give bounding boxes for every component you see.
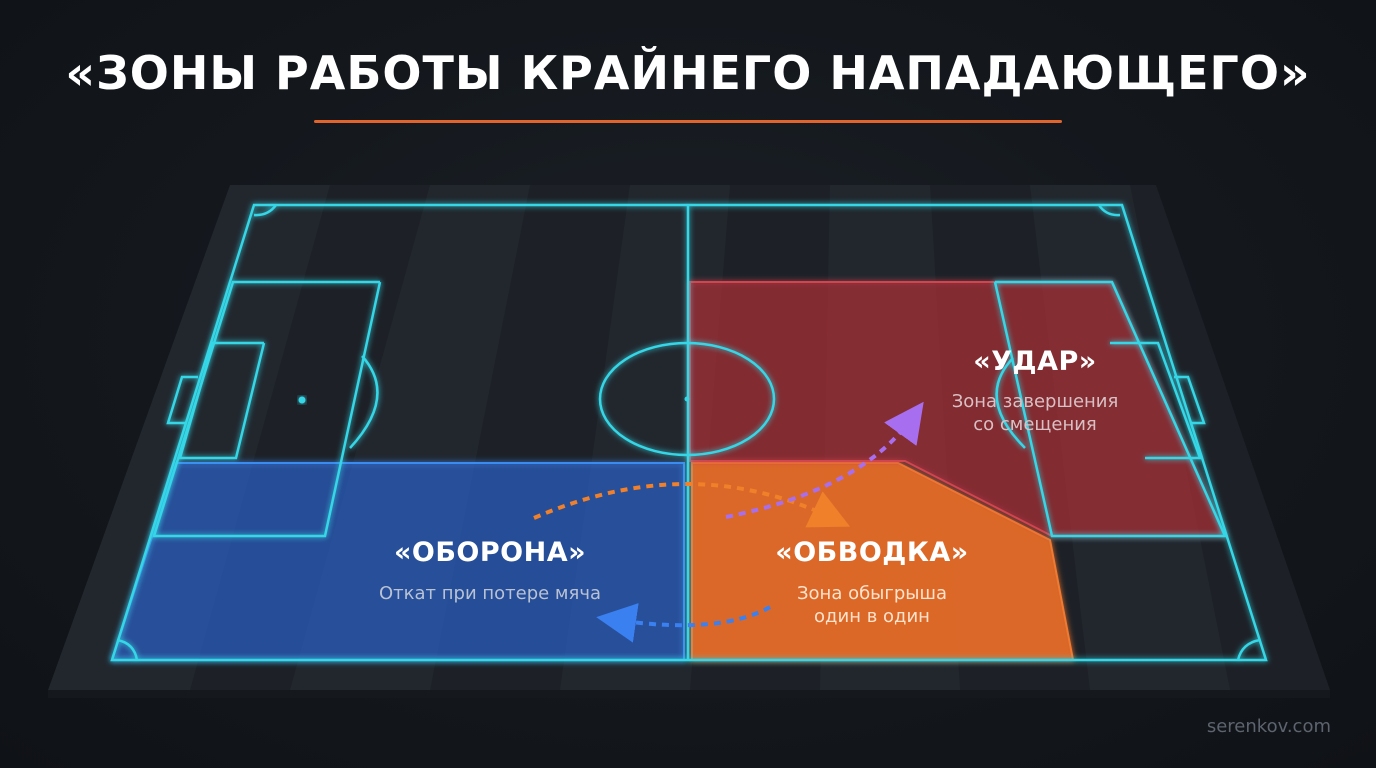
- dribble-zone-label: «ОБВОДКА»: [775, 537, 969, 568]
- title-underline: [314, 120, 1062, 123]
- shot-zone-label: «УДАР»: [973, 346, 1097, 377]
- dribble-zone-description-line1: Зона обыгрыша: [797, 583, 947, 604]
- shot-zone-description-line1: Зона завершения: [951, 391, 1119, 412]
- arrow-to-shot: [725, 401, 924, 519]
- shot-zone-description-line2: со смещения: [973, 414, 1097, 435]
- arrow-to-defense: [596, 603, 771, 643]
- defense-zone-description: Откат при потере мяча: [378, 583, 601, 604]
- arrow-to-dribble: [533, 482, 851, 528]
- defense-zone-label: «ОБОРОНА»: [393, 537, 587, 568]
- pitch-lines: [110, 203, 1268, 662]
- page-title: «ЗОНЫ РАБОТЫ КРАЙНЕГО НАПАДАЮЩЕГО»: [65, 46, 1311, 100]
- watermark: serenkov.com: [1206, 716, 1331, 737]
- dribble-zone-description-line2: один в один: [814, 606, 930, 627]
